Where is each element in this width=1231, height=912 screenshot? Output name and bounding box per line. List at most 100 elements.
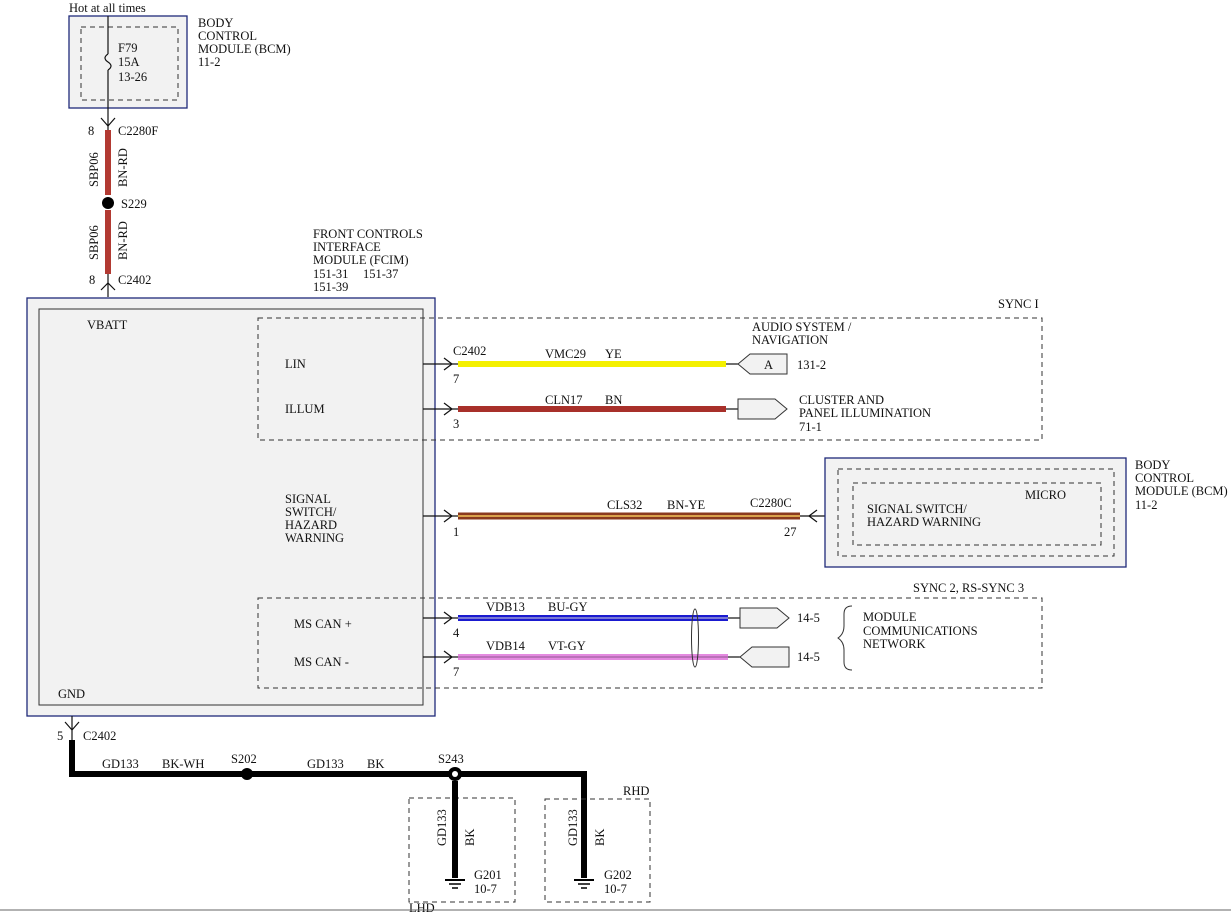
- bcm-sw2: HAZARD WARNING: [867, 515, 981, 529]
- g1-ref: 10-7: [474, 882, 497, 896]
- conn-c2280f: C2280F: [118, 124, 158, 138]
- conn-signal-left-icon: [443, 509, 453, 523]
- canp-circuit: VDB13: [486, 600, 525, 614]
- cluster-ref: 71-1: [799, 420, 822, 434]
- illum-circuit: CLN17: [545, 393, 583, 407]
- canp-color: BU-GY: [548, 600, 588, 614]
- sync2-region: [257, 597, 1043, 689]
- g2-color: BK: [593, 829, 607, 846]
- gnd-conn: C2402: [83, 729, 116, 743]
- audio-line1: AUDIO SYSTEM /: [752, 320, 852, 334]
- fcim-illum: ILLUM: [285, 402, 325, 416]
- cluster-connector-icon: [737, 398, 788, 420]
- conn-canp-icon: [443, 611, 453, 625]
- fcim-ref2: 151-37: [363, 267, 398, 281]
- canm-circuit: VDB14: [486, 639, 526, 653]
- fcim-sig4: WARNING: [285, 531, 344, 545]
- bcm-top-line3: MODULE (BCM): [198, 42, 291, 56]
- conn-canm-icon: [443, 650, 453, 664]
- signal-conn: C2280C: [750, 496, 792, 510]
- pin-8-bottom: 8: [89, 273, 95, 287]
- fcim-can-plus: MS CAN +: [294, 617, 352, 631]
- fcim-lin: LIN: [285, 357, 306, 371]
- wire-gd133-main: [69, 740, 587, 878]
- conn-c2280c-icon: [808, 509, 818, 523]
- fcim-line1: FRONT CONTROLS: [313, 227, 423, 241]
- canm-color: VT-GY: [548, 639, 586, 653]
- lin-circuit: VMC29: [545, 347, 586, 361]
- twisted-pair-icon: [691, 608, 699, 668]
- connector-c2402-top-icon: [100, 282, 116, 291]
- fcim-can-minus: MS CAN -: [294, 655, 349, 669]
- cluster-line2: PANEL ILLUMINATION: [799, 406, 931, 420]
- bcm-right-line1: BODY: [1135, 458, 1170, 472]
- audio-line2: NAVIGATION: [752, 333, 828, 347]
- signal-color: BN-YE: [667, 498, 706, 512]
- canp-connector-icon: [739, 607, 790, 629]
- fuse-id: F79: [118, 41, 137, 55]
- canp-ref: 14-5: [797, 611, 820, 625]
- bcm-micro: MICRO: [1025, 488, 1066, 502]
- net-line3: NETWORK: [863, 637, 926, 651]
- conn-c2402-right: C2402: [453, 344, 486, 358]
- conn-c2402-illum-icon: [443, 402, 453, 416]
- bcm-right-module: [824, 457, 1127, 568]
- splice-s202-label: S202: [231, 752, 257, 766]
- canm-pin: 7: [453, 665, 459, 679]
- gnd-w1-circuit: GD133: [102, 757, 139, 771]
- lin-color: YE: [605, 347, 622, 361]
- splice-s229-label: S229: [121, 197, 147, 211]
- pin-8-top: 8: [88, 124, 94, 138]
- signal-pin-right: 27: [784, 525, 797, 539]
- canp-pin: 4: [453, 626, 460, 640]
- net-line1: MODULE: [863, 610, 917, 624]
- fcim-sig3: HAZARD: [285, 518, 337, 532]
- fcim-sig2: SWITCH/: [285, 505, 337, 519]
- splice-s243-label: S243: [438, 752, 464, 766]
- conn-c2402-lin-icon: [443, 357, 453, 371]
- sync2-label: SYNC 2, RS-SYNC 3: [913, 581, 1024, 595]
- conn-c2402-gnd-icon: [64, 721, 80, 731]
- fcim-ref3: 151-39: [313, 280, 348, 294]
- rhd-region: [544, 798, 651, 903]
- gnd-w2-circuit: GD133: [307, 757, 344, 771]
- wire1-circuit: SBP06: [87, 152, 101, 187]
- fcim-ref1: 151-31: [313, 267, 348, 281]
- network-brace-icon: [837, 605, 853, 671]
- bcm-top-inner: [80, 26, 179, 101]
- bcm-right-line2: CONTROL: [1135, 471, 1194, 485]
- fcim-line2: INTERFACE: [313, 240, 381, 254]
- illum-color: BN: [605, 393, 622, 407]
- g2-ref: 10-7: [604, 882, 627, 896]
- net-line2: COMMUNICATIONS: [863, 624, 978, 638]
- wire1-color: BN-RD: [116, 148, 130, 187]
- illum-pin: 3: [453, 417, 459, 431]
- fuse-icon: [104, 53, 112, 71]
- g1-circuit: GD133: [435, 809, 449, 846]
- g1-id: G201: [474, 868, 502, 882]
- lhd-label: LHD: [409, 901, 435, 912]
- rhd-label: RHD: [623, 784, 649, 798]
- gnd-w2-color: BK: [367, 757, 384, 771]
- splice-s229: [102, 197, 114, 209]
- fcim-sig1: SIGNAL: [285, 492, 331, 506]
- bcm-right-dash-outer: [837, 468, 1115, 557]
- fcim-gnd: GND: [58, 687, 85, 701]
- gnd-pin: 5: [57, 729, 63, 743]
- bcm-right-line3: MODULE (BCM): [1135, 484, 1228, 498]
- connector-c2280f-icon: [100, 117, 116, 127]
- lhd-region: [408, 797, 516, 903]
- bcm-right-ref: 11-2: [1135, 498, 1157, 512]
- bcm-top-ref: 11-2: [198, 55, 220, 69]
- g2-circuit: GD133: [566, 809, 580, 846]
- sync1-region: [257, 317, 1043, 441]
- audio-ref: 131-2: [797, 358, 826, 372]
- hot-at-all-times-label: Hot at all times: [69, 1, 146, 15]
- conn-c2402-top: C2402: [118, 273, 151, 287]
- canm-ref: 14-5: [797, 650, 820, 664]
- fuse-amp: 15A: [118, 55, 140, 69]
- bcm-top-module: [68, 15, 188, 109]
- sync1-label: SYNC I: [998, 297, 1039, 311]
- ground-g201-icon: [445, 879, 465, 889]
